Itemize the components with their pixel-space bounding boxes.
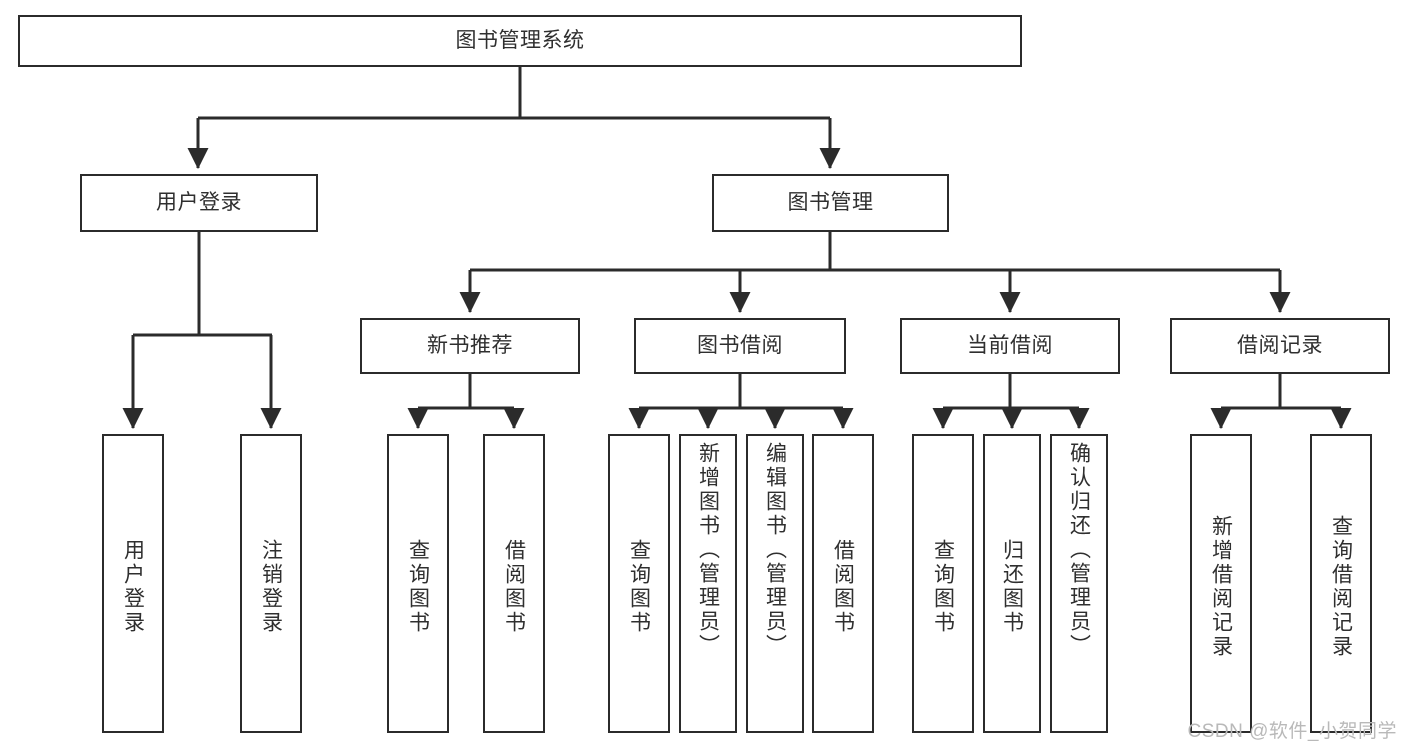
node-leaf-add-record-label: 新增借阅记录: [1209, 514, 1233, 659]
node-user-login-label: 用户登录: [156, 191, 242, 215]
node-new-book-recommend[interactable]: 新书推荐: [360, 318, 580, 374]
node-user-login[interactable]: 用户登录: [80, 174, 318, 232]
node-leaf-borrow-book-1[interactable]: 借阅图书: [483, 434, 545, 733]
node-root-label: 图书管理系统: [455, 29, 585, 53]
node-leaf-query-record[interactable]: 查询借阅记录: [1310, 434, 1372, 733]
node-leaf-add-book-label: 新增图书（管理员）: [696, 442, 720, 658]
node-leaf-query-book-1-label: 查询图书: [406, 538, 430, 635]
node-current-borrow-label: 当前借阅: [967, 334, 1053, 358]
node-book-borrow-label: 图书借阅: [697, 334, 783, 358]
node-leaf-borrow-book-1-label: 借阅图书: [502, 538, 526, 635]
node-leaf-confirm-return-label: 确认归还（管理员）: [1067, 442, 1091, 658]
node-current-borrow[interactable]: 当前借阅: [900, 318, 1120, 374]
node-leaf-edit-book-label: 编辑图书（管理员）: [763, 442, 787, 658]
node-leaf-query-book-3[interactable]: 查询图书: [912, 434, 974, 733]
node-leaf-edit-book[interactable]: 编辑图书（管理员）: [746, 434, 804, 733]
node-borrow-record[interactable]: 借阅记录: [1170, 318, 1390, 374]
node-leaf-borrow-book-2[interactable]: 借阅图书: [812, 434, 874, 733]
node-leaf-user-login-label: 用户登录: [121, 538, 145, 635]
node-root[interactable]: 图书管理系统: [18, 15, 1022, 67]
node-leaf-add-record[interactable]: 新增借阅记录: [1190, 434, 1252, 733]
node-book-manage[interactable]: 图书管理: [712, 174, 949, 232]
node-leaf-query-book-1[interactable]: 查询图书: [387, 434, 449, 733]
node-new-book-recommend-label: 新书推荐: [427, 334, 513, 358]
node-book-borrow[interactable]: 图书借阅: [634, 318, 846, 374]
node-leaf-return-book-label: 归还图书: [1000, 538, 1024, 635]
node-leaf-confirm-return[interactable]: 确认归还（管理员）: [1050, 434, 1108, 733]
node-leaf-logout[interactable]: 注销登录: [240, 434, 302, 733]
connectors: [122, 67, 1352, 430]
node-borrow-record-label: 借阅记录: [1237, 334, 1323, 358]
node-leaf-query-book-3-label: 查询图书: [931, 538, 955, 635]
node-leaf-query-book-2-label: 查询图书: [627, 538, 651, 635]
node-leaf-query-record-label: 查询借阅记录: [1329, 514, 1353, 659]
node-book-manage-label: 图书管理: [787, 191, 874, 215]
node-leaf-borrow-book-2-label: 借阅图书: [831, 538, 855, 635]
node-leaf-add-book[interactable]: 新增图书（管理员）: [679, 434, 737, 733]
node-leaf-query-book-2[interactable]: 查询图书: [608, 434, 670, 733]
node-leaf-return-book[interactable]: 归还图书: [983, 434, 1041, 733]
node-leaf-logout-label: 注销登录: [259, 538, 283, 635]
node-leaf-user-login[interactable]: 用户登录: [102, 434, 164, 733]
